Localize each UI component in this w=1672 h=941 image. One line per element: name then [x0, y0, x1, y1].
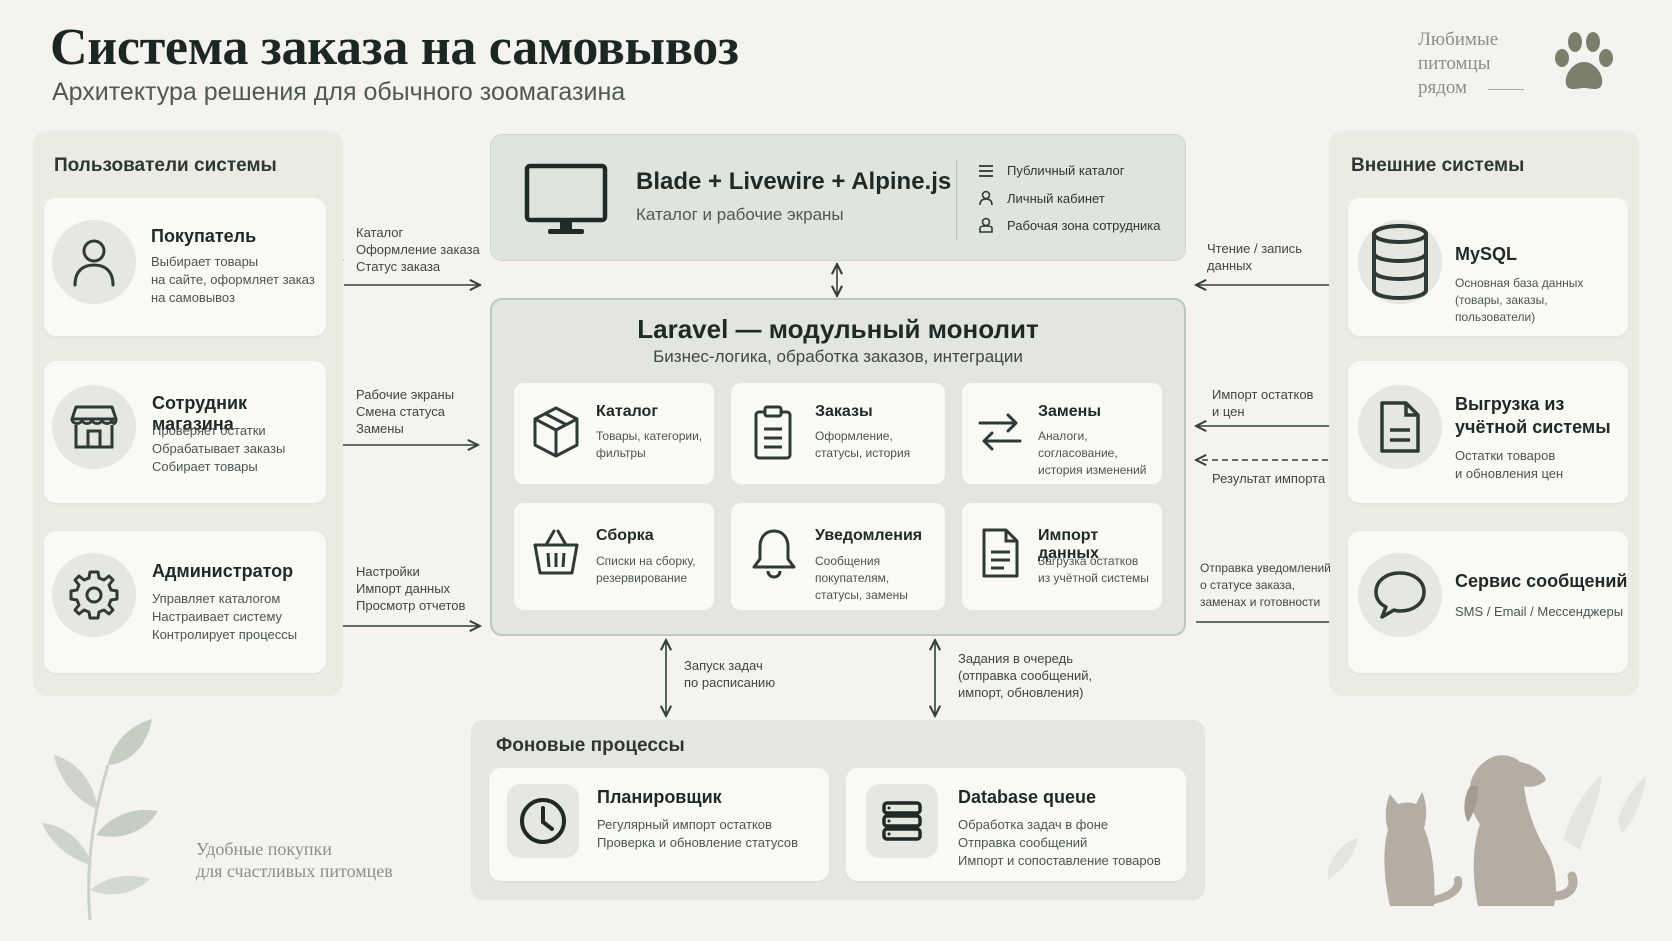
footer-line-2: для счастливых питомцев: [196, 861, 393, 881]
external-panel-title: Внешние системы: [1351, 155, 1525, 176]
module-title: Сборка: [596, 527, 654, 544]
background-panel-title: Фоновые процессы: [496, 735, 685, 756]
frontend-title: Blade + Livewire + Alpine.js: [636, 168, 952, 195]
monolith-subtitle: Бизнес-логика, обработка заказов, интегр…: [653, 347, 1023, 366]
frontend-item-catalog: Публичный каталог: [1007, 163, 1125, 178]
page-subtitle: Архитектура решения для обычного зоомага…: [52, 78, 626, 106]
brand-line-2: питомцы: [1418, 53, 1491, 74]
brand-divider: [1488, 89, 1524, 90]
leaf-decoration-icon: [42, 719, 158, 921]
staff-icon: [979, 217, 993, 233]
background-card-title: Database queue: [958, 787, 1097, 807]
brand-line-1: Любимые: [1418, 29, 1499, 50]
page-title: Система заказа на самовывоз: [50, 19, 739, 76]
module-orders[interactable]: Заказы Оформление,статусы, история: [731, 383, 945, 484]
bell-icon: [752, 529, 796, 579]
monitor-icon: [524, 163, 608, 234]
external-card-description: SMS / Email / Мессенджеры: [1455, 604, 1624, 619]
document-icon: [982, 528, 1019, 578]
paw-icon: [1555, 32, 1613, 89]
external-card-title: Сервис сообщений: [1455, 571, 1628, 591]
module-title: Замены: [1038, 403, 1101, 420]
frontend-item-staff: Рабочая зона сотрудника: [1007, 218, 1161, 233]
basket-icon: [533, 529, 579, 575]
user-card-title: Администратор: [152, 561, 294, 581]
module-replacements[interactable]: Замены Аналоги, согласование,история изм…: [962, 383, 1162, 484]
external-card-mysql[interactable]: MySQL Основная база данных(товары, заказ…: [1348, 198, 1628, 336]
list-icon: [979, 165, 993, 177]
user-card-title: Сотрудник магазина: [152, 393, 248, 434]
monolith-title: Laravel — модульный монолит: [637, 314, 1039, 344]
person-icon: [979, 190, 993, 206]
footer-line-1: Удобные покупки: [196, 839, 332, 859]
user-card-title: Покупатель: [151, 226, 257, 246]
module-title: Импорт данных: [1038, 527, 1099, 562]
external-card-messaging[interactable]: Сервис сообщений SMS / Email / Мессендже…: [1348, 531, 1628, 673]
clipboard-icon: [754, 405, 792, 460]
box-icon: [533, 406, 579, 458]
footer-tagline: Удобные покупки для счастливых питомцев: [196, 838, 393, 882]
external-card-description: Основная база данных(товары, заказы, пол…: [1455, 276, 1584, 324]
link-label-import-result: Результат импорта: [1212, 471, 1326, 486]
link-label-queue: Задания в очередь(отправка сообщений,имп…: [958, 651, 1093, 700]
frontend-divider: [956, 160, 957, 240]
brand-tagline: Любимые питомцы рядом: [1418, 28, 1498, 100]
module-title: Уведомления: [815, 527, 923, 544]
module-description: Списки на сборку,резервирование: [596, 554, 696, 585]
module-description: Аналоги, согласование,история изменений: [1038, 429, 1147, 477]
module-description: Товары, категории,фильтры: [596, 429, 703, 460]
pets-silhouette-icon: [1328, 755, 1646, 906]
module-notifications[interactable]: Уведомления Сообщения покупателям,статус…: [731, 503, 945, 610]
clock-icon: [520, 798, 566, 844]
brand-line-3: рядом: [1418, 77, 1468, 98]
module-catalog[interactable]: Каталог Товары, категории,фильтры: [514, 383, 714, 484]
database-icon: [1372, 224, 1428, 301]
file-icon: [1380, 401, 1420, 453]
frontend-subtitle: Каталог и рабочие экраны: [636, 205, 844, 224]
external-card-title: MySQL: [1455, 244, 1518, 264]
module-description: Сообщения покупателям,статусы, замены: [815, 554, 908, 602]
module-description: Оформление,статусы, история: [815, 429, 911, 460]
module-assembly[interactable]: Сборка Списки на сборку,резервирование: [514, 503, 714, 610]
user-icon: [73, 239, 115, 287]
module-title: Заказы: [815, 403, 873, 420]
queue-icon: [882, 801, 922, 841]
module-title: Каталог: [596, 403, 658, 420]
store-icon: [70, 405, 118, 449]
frontend-item-account: Личный кабинет: [1007, 191, 1105, 206]
gear-icon: [69, 570, 119, 620]
chat-icon: [1374, 571, 1426, 619]
background-card-title: Планировщик: [597, 787, 722, 807]
users-panel-title: Пользователи системы: [54, 155, 277, 176]
swap-icon: [978, 413, 1022, 451]
